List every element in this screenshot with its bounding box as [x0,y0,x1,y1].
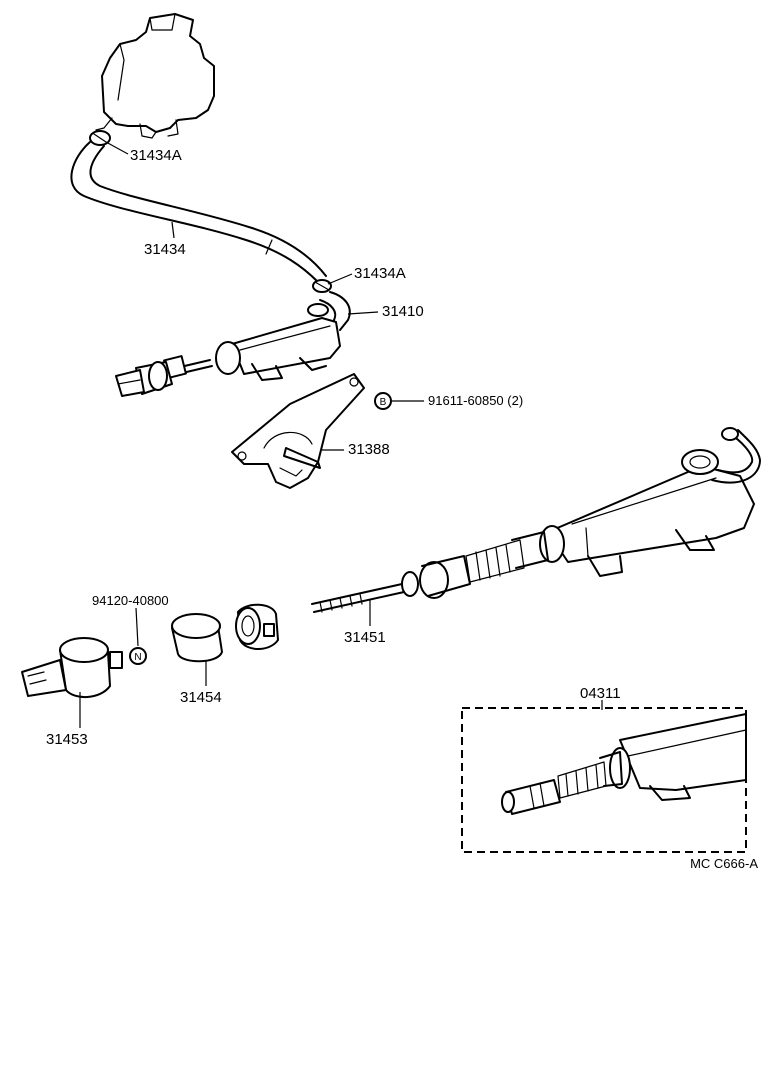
label-reservoir-clamp-lower: 31434A [354,265,406,282]
label-kit: 04311 [580,685,621,702]
nut-symbol-letter: N [134,652,141,663]
clevis [21,637,123,698]
label-bolt: 91611-60850 (2) [428,393,523,408]
boot [171,613,223,663]
lower-hose-clamp [312,279,332,293]
bolt-symbol-letter: B [380,397,387,408]
footer-code: MC C666-A [690,856,758,871]
nut-symbol: N [129,647,147,665]
kit-box [461,707,747,853]
label-push-rod: 31451 [344,629,386,646]
label-nut: 94120-40800 [92,593,169,608]
label-reservoir-clamp-upper: 31434A [130,147,182,164]
mounting-bracket [231,373,365,489]
master-cylinder-lower [311,427,761,613]
label-reservoir-hose: 31434 [144,241,186,258]
bolt-symbol: B [374,392,392,410]
leader-lines [79,141,603,728]
label-master-cylinder: 31410 [382,303,424,320]
label-clevis: 31453 [46,731,88,748]
upper-hose-clamp [89,130,111,146]
label-boot: 31454 [180,689,222,706]
adapter [235,603,279,650]
reservoir-tank [95,13,215,139]
master-cylinder-upper [115,291,351,397]
label-bracket: 31388 [348,441,390,458]
reservoir-hose [70,141,327,283]
